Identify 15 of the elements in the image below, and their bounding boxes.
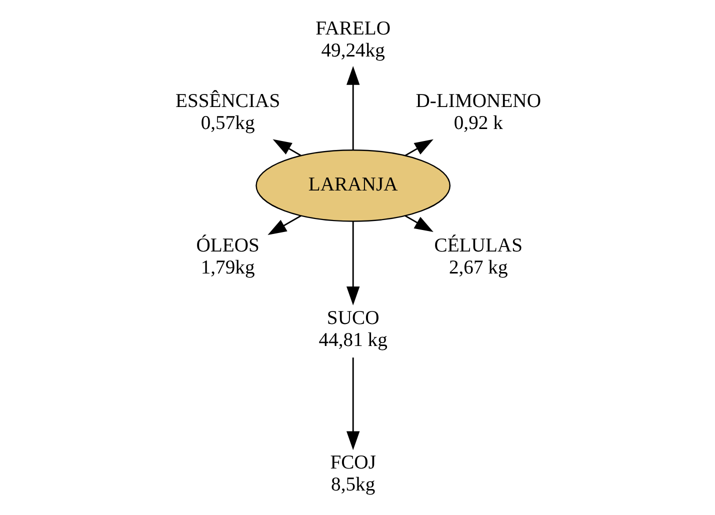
arrow xyxy=(267,214,301,234)
node-ellipse: LARANJA xyxy=(255,149,450,222)
node-text: CÉLULAS 2,67 kg xyxy=(434,235,522,278)
arrow xyxy=(404,214,433,232)
node-text: SUCO 44,81 kg xyxy=(318,307,387,351)
arrow xyxy=(404,138,433,156)
arrow xyxy=(346,65,360,150)
node-text: ESSÊNCIAS 0,57kg xyxy=(175,90,280,134)
node-text: D-LIMONENO 0,92 k xyxy=(415,90,541,134)
node-text: ÓLEOS 1,79kg xyxy=(196,235,259,278)
arrow xyxy=(346,357,360,450)
arrow xyxy=(346,220,360,305)
node-text: FCOJ 8,5kg xyxy=(330,452,376,496)
node-text: FARELO 49,24kg xyxy=(315,18,390,62)
arrow xyxy=(272,138,301,156)
